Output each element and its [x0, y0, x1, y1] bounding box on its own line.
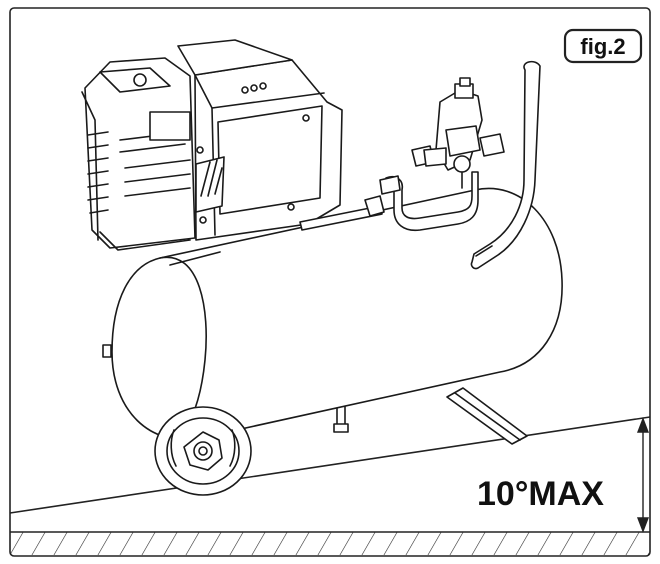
pump-head	[81, 57, 196, 251]
air-tank	[102, 187, 563, 441]
figure-border	[9, 7, 651, 557]
angle-dimension-arrow	[636, 417, 650, 533]
incline-line	[9, 416, 651, 514]
pressure-switch-assembly	[411, 77, 505, 189]
figure-badge: fig.2	[563, 28, 643, 64]
air-compressor	[81, 39, 563, 496]
angle-max-label: 10°MAX	[477, 475, 604, 513]
motor-housing	[177, 39, 343, 241]
outlet-pipe	[299, 171, 479, 232]
carry-handle	[470, 60, 541, 270]
wheel	[154, 406, 252, 496]
figure-number-label: fig.2	[580, 34, 625, 59]
tank-support-foot	[446, 387, 528, 445]
floor-hatch	[10, 531, 650, 555]
